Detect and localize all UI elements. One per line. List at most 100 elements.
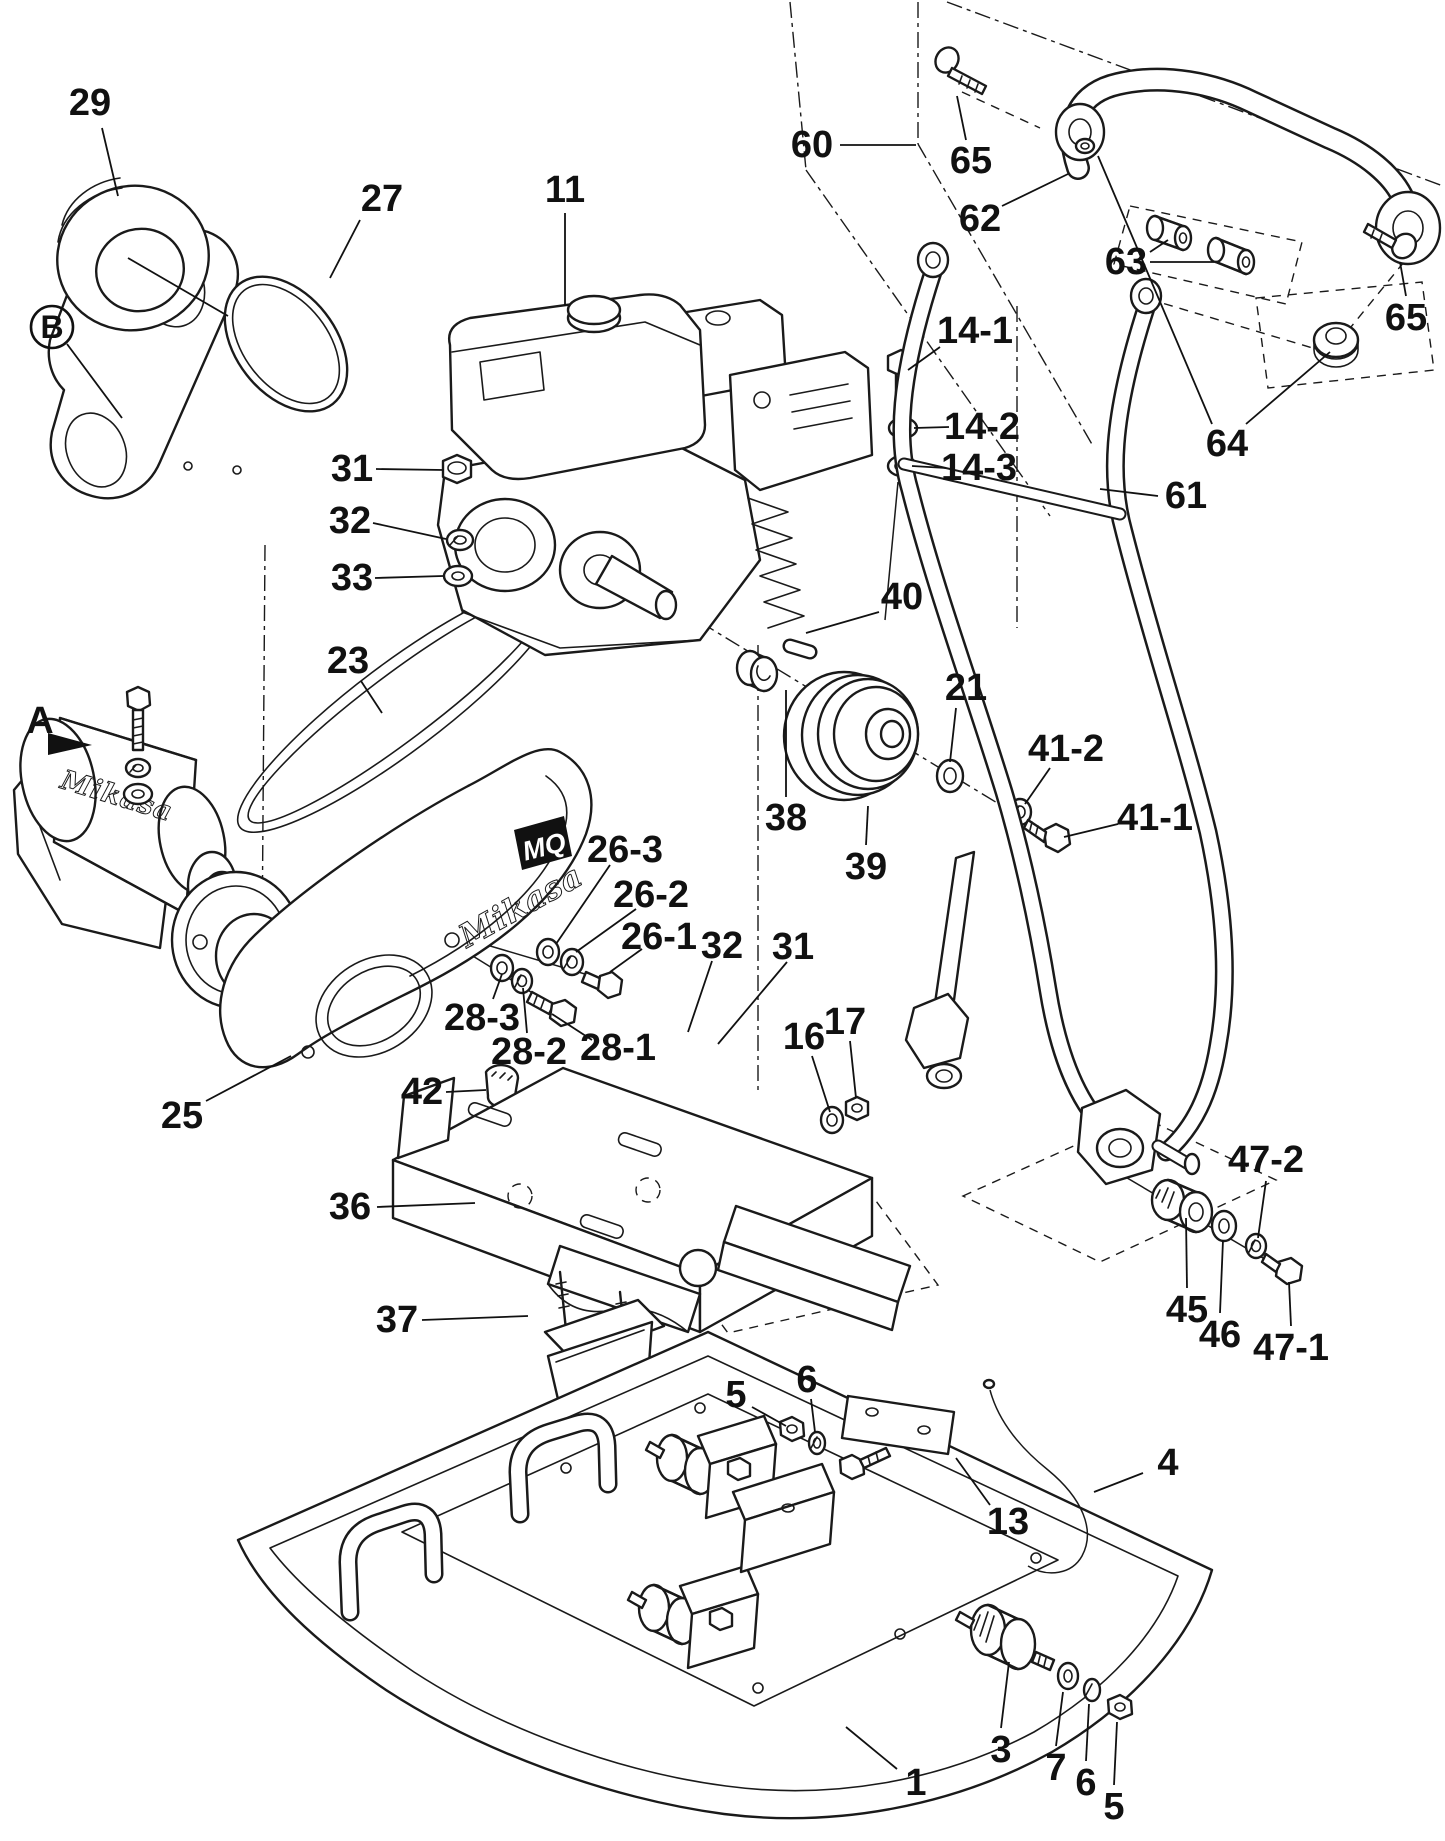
pulley-39 [782, 670, 920, 802]
leader-line-33 [374, 575, 444, 579]
throttle-cable-4 [982, 1378, 1089, 1574]
leader-line-29 [127, 257, 229, 317]
bolt-stack-view-a [122, 685, 154, 806]
bolt-41-1 [1022, 818, 1072, 854]
part-label-41-2: 41-2 [1028, 728, 1104, 770]
washer-16-nut-17 [819, 1095, 870, 1135]
base-plate-1 [236, 1330, 1214, 1820]
part-label-38: 38 [765, 797, 807, 839]
leader-line-17 [849, 1040, 857, 1099]
part-label-28-2: 28-2 [491, 1031, 567, 1073]
leader-line-40 [805, 611, 880, 634]
leader-line-14-3 [911, 465, 947, 469]
part-label-65: 65 [1385, 297, 1427, 339]
shock-mount-on-plate-2 [626, 1564, 760, 1670]
part-label-6: 6 [1075, 1762, 1096, 1804]
part-label-7: 7 [1045, 1747, 1066, 1789]
part-label-61: 61 [1165, 475, 1207, 517]
leader-line-6 [1085, 1703, 1090, 1762]
handle-pivot-roller [1076, 1088, 1201, 1186]
engine-base-36 [391, 1066, 912, 1334]
leader-line-37 [421, 1315, 529, 1321]
leader-line-25 [205, 1055, 292, 1102]
shock-mount-3-exploded [954, 1603, 1134, 1721]
leader-line-39 [865, 805, 869, 846]
leader-line-31 [717, 961, 788, 1045]
leader-line-61 [1099, 488, 1159, 497]
engine-11 [436, 293, 874, 657]
screw-65-right [1362, 222, 1418, 260]
part-label-B: B [40, 309, 63, 345]
leader-line-5 [1113, 1721, 1118, 1786]
leader-line-23 [360, 680, 383, 714]
frame-left-eye [916, 241, 950, 279]
leader-line-28-1 [551, 1013, 593, 1041]
part-label-5: 5 [725, 1374, 746, 1416]
leader-line-47-2 [1257, 1180, 1267, 1239]
washer-stack-26 [535, 937, 624, 1000]
part-label-14-2: 14-2 [944, 406, 1020, 448]
view-circle-B [29, 304, 75, 350]
mq-logo-badge [514, 816, 572, 870]
part-label-14-1: 14-1 [937, 310, 1013, 352]
woodruff-key-40 [782, 638, 818, 660]
leader-line-45 [1185, 1217, 1188, 1289]
stopper-bracket-13 [838, 1394, 956, 1481]
part-label-41-1: 41-1 [1117, 797, 1193, 839]
part-label-33: 33 [331, 557, 373, 599]
leader-line-65 [956, 95, 967, 141]
cooling-fins [747, 497, 805, 629]
angle-bracket-on-plate [731, 1462, 836, 1574]
part-label-21: 21 [945, 667, 987, 709]
part-label-23: 23 [327, 640, 369, 682]
part-label-32: 32 [701, 925, 743, 967]
part-label-26-2: 26-2 [613, 874, 689, 916]
leader-line-21 [949, 707, 957, 763]
part-label-4: 4 [1157, 1442, 1178, 1484]
leader-line-36 [376, 1202, 476, 1208]
leader-line-63 [1149, 239, 1169, 253]
shock-mount-37 [543, 1270, 666, 1410]
part-label-60: 60 [791, 124, 833, 166]
part-label-27: 27 [361, 178, 403, 220]
leader-line-26-3 [555, 864, 611, 945]
view-a-arrow [48, 733, 92, 755]
part-label-47-1: 47-1 [1253, 1327, 1329, 1369]
part-label-31: 31 [772, 926, 814, 968]
part-label-26-3: 26-3 [587, 829, 663, 871]
part-label-42: 42 [401, 1071, 443, 1113]
leader-line-3 [1000, 1661, 1010, 1729]
screw-65-left [934, 46, 988, 96]
leader-line-28-2 [522, 987, 528, 1034]
part-label-5: 5 [1103, 1786, 1124, 1828]
part-label-45: 45 [1166, 1289, 1208, 1331]
leader-line-27 [329, 219, 361, 279]
handle-grip-assembly-60 [934, 46, 1442, 368]
leader-line-32 [687, 960, 713, 1033]
part-label-28-3: 28-3 [444, 997, 520, 1039]
part-label-14-3: 14-3 [941, 447, 1017, 489]
bushing-stack-45-47 [1150, 1178, 1304, 1286]
leader-line-1 [845, 1726, 898, 1770]
part-label-32: 32 [329, 500, 371, 542]
crankshaft [594, 554, 674, 620]
part-label-29: 29 [69, 82, 111, 124]
part-label-3: 3 [990, 1729, 1011, 1771]
handle-frame-61 [892, 241, 1234, 1186]
part-label-36: 36 [329, 1186, 371, 1228]
leader-line-31 [375, 468, 445, 471]
part-label-46: 46 [1199, 1314, 1241, 1356]
part-label-40: 40 [881, 576, 923, 618]
air-cleaner [728, 350, 874, 492]
nut-31-washers [441, 453, 475, 588]
part-label-62: 62 [959, 198, 1001, 240]
part-label-26-1: 26-1 [621, 916, 697, 958]
leader-line-29 [101, 127, 119, 197]
part-label-65: 65 [950, 140, 992, 182]
leader-line-32 [372, 522, 447, 540]
part-label-13: 13 [987, 1501, 1029, 1543]
leader-line-62 [1001, 173, 1069, 207]
leader-line-42 [445, 1089, 487, 1093]
leader-line-16 [811, 1055, 831, 1113]
leader-line-7 [1055, 1691, 1064, 1747]
